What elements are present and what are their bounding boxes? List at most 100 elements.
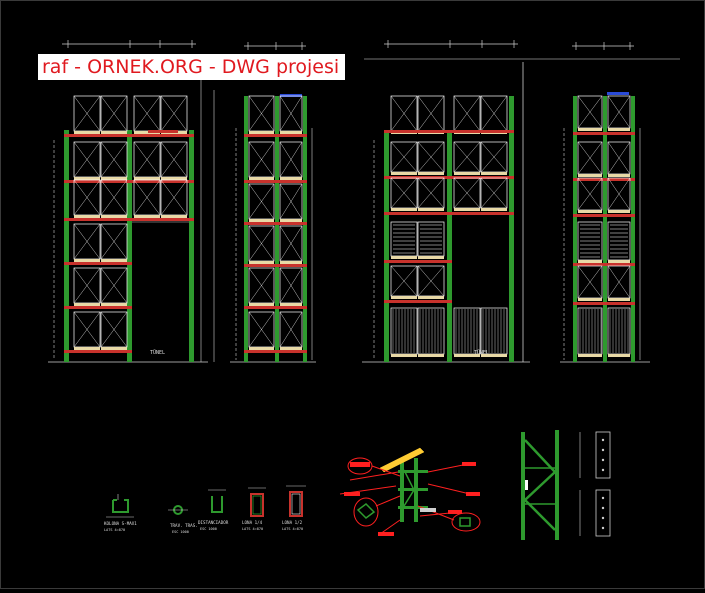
beam [64, 306, 132, 309]
load-unit [390, 307, 418, 355]
pallet [391, 208, 417, 211]
beam [573, 263, 635, 266]
beam [64, 134, 132, 137]
pallet [578, 210, 602, 213]
front-elevation-right: TÜNEL [362, 62, 530, 363]
sheet-profile-detail-1 [248, 487, 266, 517]
pallet [391, 172, 417, 175]
pallet [608, 174, 630, 177]
pallet [418, 256, 444, 259]
pallet [101, 303, 127, 306]
beam [148, 130, 178, 133]
pallet [578, 354, 602, 357]
beam [573, 178, 635, 181]
pallet [249, 219, 274, 222]
spacer-label: DISTANCIADOR [198, 520, 229, 525]
pallet [134, 215, 160, 218]
load-unit [480, 307, 508, 355]
pallet [608, 210, 630, 213]
pallet [608, 128, 630, 131]
tunnel-label-right: TÜNEL [474, 349, 489, 356]
side-elevation-right [560, 92, 650, 363]
sheet-label-2: LONA 1/2 [282, 520, 303, 525]
column-profile-detail [112, 494, 129, 513]
pallet [134, 177, 160, 180]
pallet [578, 174, 602, 177]
pallet [391, 256, 417, 259]
pallet [608, 260, 630, 263]
pallet [74, 303, 100, 306]
beam [244, 180, 307, 183]
pallet [608, 298, 630, 301]
pallet [101, 177, 127, 180]
traverse-sublabel: ESC 1000 [172, 530, 189, 534]
sheet-sublabel-2: LATS 4=870 [282, 527, 303, 531]
beam [64, 350, 132, 353]
beam [384, 212, 514, 215]
beam [127, 180, 194, 183]
beam [127, 134, 194, 137]
beam [244, 306, 307, 309]
beam [384, 260, 452, 263]
pallet [134, 131, 160, 134]
pallet [391, 354, 417, 357]
beam [244, 350, 307, 353]
pallet [249, 261, 274, 264]
pallet [481, 172, 507, 175]
pallet [280, 219, 302, 222]
pallet [280, 303, 302, 306]
traverse-label: TRAV. TRAS. [170, 523, 198, 528]
sheet-profile-detail-2 [286, 485, 306, 517]
pallet [74, 215, 100, 218]
spacer-profile-detail [208, 489, 226, 513]
column-sublabel: LATS 4=870 [104, 528, 125, 532]
pallet [454, 354, 480, 357]
load-unit [390, 221, 418, 257]
pallet [578, 298, 602, 301]
pallet [454, 172, 480, 175]
connection-detail [339, 447, 481, 536]
beam [573, 132, 635, 135]
pallet [249, 303, 274, 306]
beam [244, 134, 307, 137]
pallet [101, 215, 127, 218]
beam [64, 218, 132, 221]
pallet [74, 177, 100, 180]
sheet-label-1: LONA 1/4 [242, 520, 263, 525]
pallet [454, 208, 480, 211]
beam [573, 302, 635, 305]
sheet-sublabel-1: LATS 4=870 [242, 527, 263, 531]
tunnel-label-left: TÜNEL [150, 349, 165, 356]
pallet [161, 215, 187, 218]
pallet [280, 347, 302, 350]
pallet [74, 259, 100, 262]
pallet [418, 296, 444, 299]
load-unit [417, 221, 445, 257]
load-unit [577, 307, 603, 355]
beam [573, 214, 635, 217]
pallet [249, 347, 274, 350]
pallet [578, 128, 602, 131]
pallet [481, 354, 507, 357]
spacer-sublabel: ESC 1000 [200, 527, 217, 531]
column-label: KOLONA S-MAX1 [104, 521, 137, 526]
pallet [280, 261, 302, 264]
pallet [101, 347, 127, 350]
top-dimension-lines [62, 40, 680, 60]
pallet [418, 208, 444, 211]
beam [384, 130, 514, 133]
pallet [280, 131, 302, 134]
beam [384, 300, 452, 303]
front-elevation-left: TÜNEL [48, 80, 215, 363]
beam [64, 180, 132, 183]
pallet [249, 177, 274, 180]
beam [384, 176, 514, 179]
pallet [161, 177, 187, 180]
pallet [418, 172, 444, 175]
beam [244, 222, 307, 225]
watermark-banner: raf - ORNEK.ORG - DWG projesi [38, 54, 346, 80]
pallet [481, 208, 507, 211]
pallet [578, 260, 602, 263]
